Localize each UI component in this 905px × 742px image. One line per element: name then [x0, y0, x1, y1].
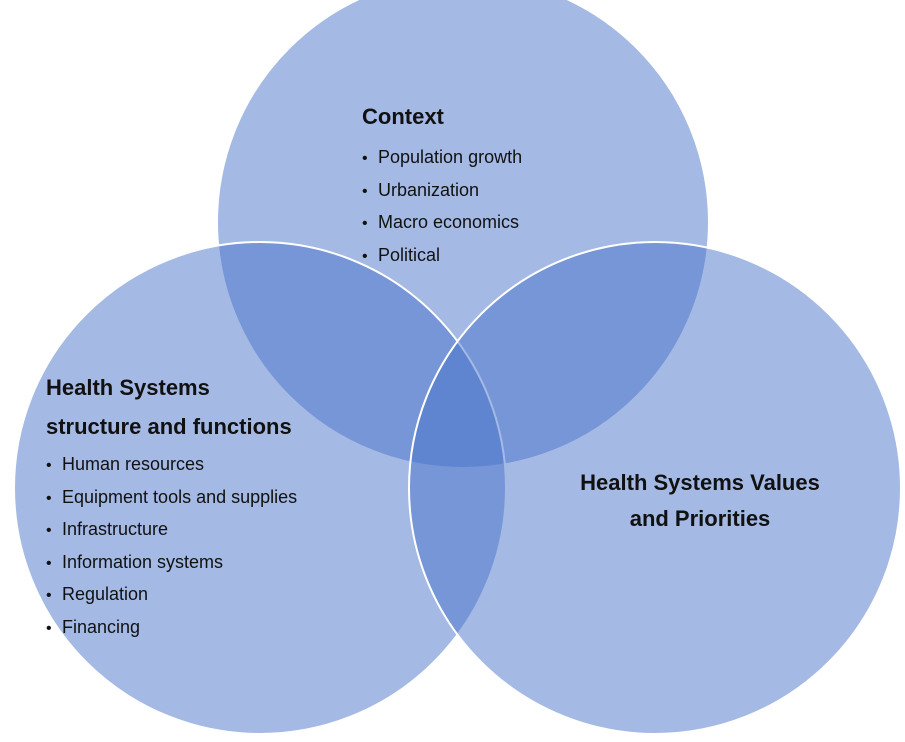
- structure-item: Regulation: [46, 579, 297, 612]
- structure-title-line2: structure and functions: [46, 414, 292, 439]
- structure-item: Infrastructure: [46, 514, 297, 547]
- values-label-group: Health Systems Values and Priorities: [545, 465, 855, 537]
- values-circle: [408, 241, 902, 735]
- values-title-line2: and Priorities: [629, 506, 771, 531]
- context-list: Population growth Urbanization Macro eco…: [362, 142, 522, 272]
- context-label-group: Context Population growth Urbanization M…: [362, 100, 522, 272]
- structure-item: Human resources: [46, 449, 297, 482]
- structure-item: Information systems: [46, 547, 297, 580]
- values-title-line1: Health Systems Values: [580, 470, 820, 495]
- structure-list: Human resources Equipment tools and supp…: [46, 449, 297, 644]
- context-item: Political: [362, 240, 522, 273]
- context-item: Macro economics: [362, 207, 522, 240]
- context-item: Urbanization: [362, 175, 522, 208]
- structure-title-line1: Health Systems: [46, 375, 210, 400]
- structure-item: Equipment tools and supplies: [46, 482, 297, 515]
- context-title: Context: [362, 104, 444, 129]
- structure-label-group: Health Systems structure and functions H…: [46, 371, 297, 644]
- structure-item: Financing: [46, 612, 297, 645]
- context-item: Population growth: [362, 142, 522, 175]
